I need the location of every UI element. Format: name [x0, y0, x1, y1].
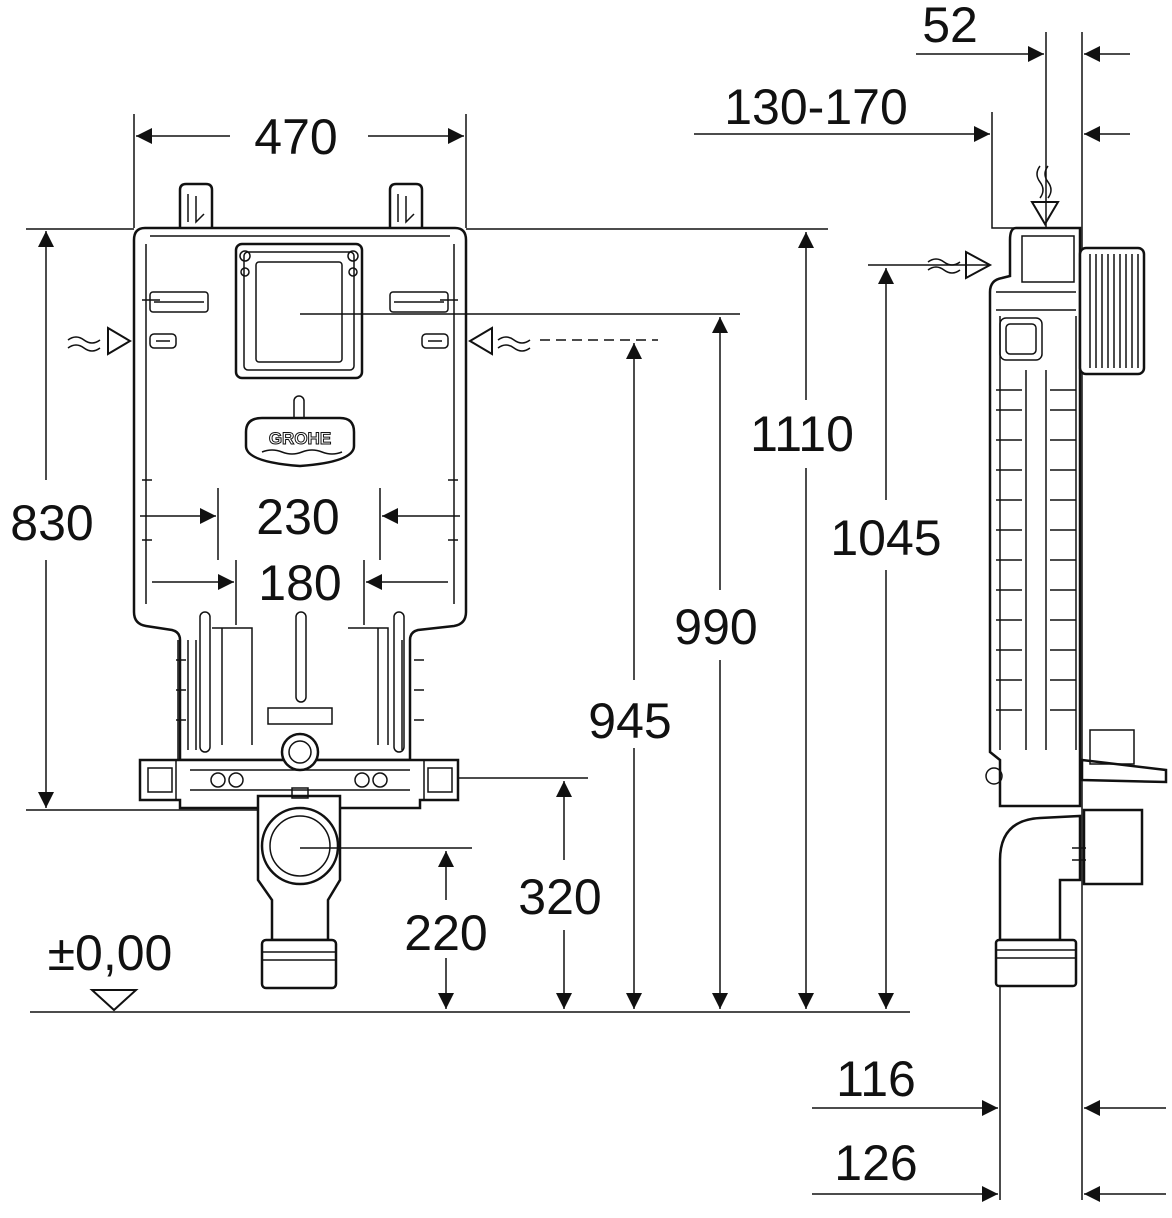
svg-text:180: 180	[258, 555, 341, 611]
dimension-320: 320	[458, 777, 602, 1009]
dimension-1045: 1045	[830, 264, 990, 1009]
water-inlet-arrow-icon	[1030, 165, 1060, 226]
front-frame: GROHE	[132, 182, 468, 990]
svg-text:1110: 1110	[750, 406, 854, 462]
side-frame	[985, 32, 1168, 1200]
dimension-180: 180	[152, 555, 448, 625]
svg-text:116: 116	[836, 1051, 916, 1107]
dimension-230: 230	[140, 488, 460, 560]
svg-text:1045: 1045	[830, 510, 941, 566]
dimension-990: 990	[674, 317, 758, 1009]
dimension-830: 830	[10, 228, 258, 811]
grohe-logo: GROHE	[244, 416, 356, 468]
svg-text:470: 470	[254, 109, 337, 165]
water-inlet-arrow-icon	[67, 326, 132, 356]
dimension-52: 52	[916, 0, 1130, 62]
svg-text:130-170: 130-170	[724, 79, 908, 135]
svg-text:52: 52	[922, 0, 978, 53]
dimension-945: 945	[588, 343, 672, 1009]
svg-text:GROHE: GROHE	[269, 429, 331, 448]
water-inlet-arrow-icon	[927, 250, 993, 280]
water-inlet-arrow-icon	[468, 326, 658, 356]
dimension-220: 220	[300, 847, 488, 1009]
dimension-130-170: 130-170	[694, 79, 1130, 142]
svg-text:830: 830	[10, 495, 93, 551]
svg-text:230: 230	[256, 489, 339, 545]
dimension-116: 116	[812, 1051, 1166, 1116]
svg-text:320: 320	[518, 869, 601, 925]
floor-level-triangle-icon	[89, 989, 139, 1012]
svg-text:220: 220	[404, 905, 487, 961]
floor-level-marker: ±0,00	[48, 925, 173, 1012]
svg-text:990: 990	[674, 599, 757, 655]
svg-text:±0,00: ±0,00	[48, 925, 173, 981]
svg-text:126: 126	[834, 1135, 917, 1191]
dimension-1110: 1110	[750, 232, 854, 1009]
dimension-470: 470	[133, 109, 467, 228]
dimension-126: 126	[812, 1135, 1166, 1202]
svg-text:945: 945	[588, 693, 671, 749]
